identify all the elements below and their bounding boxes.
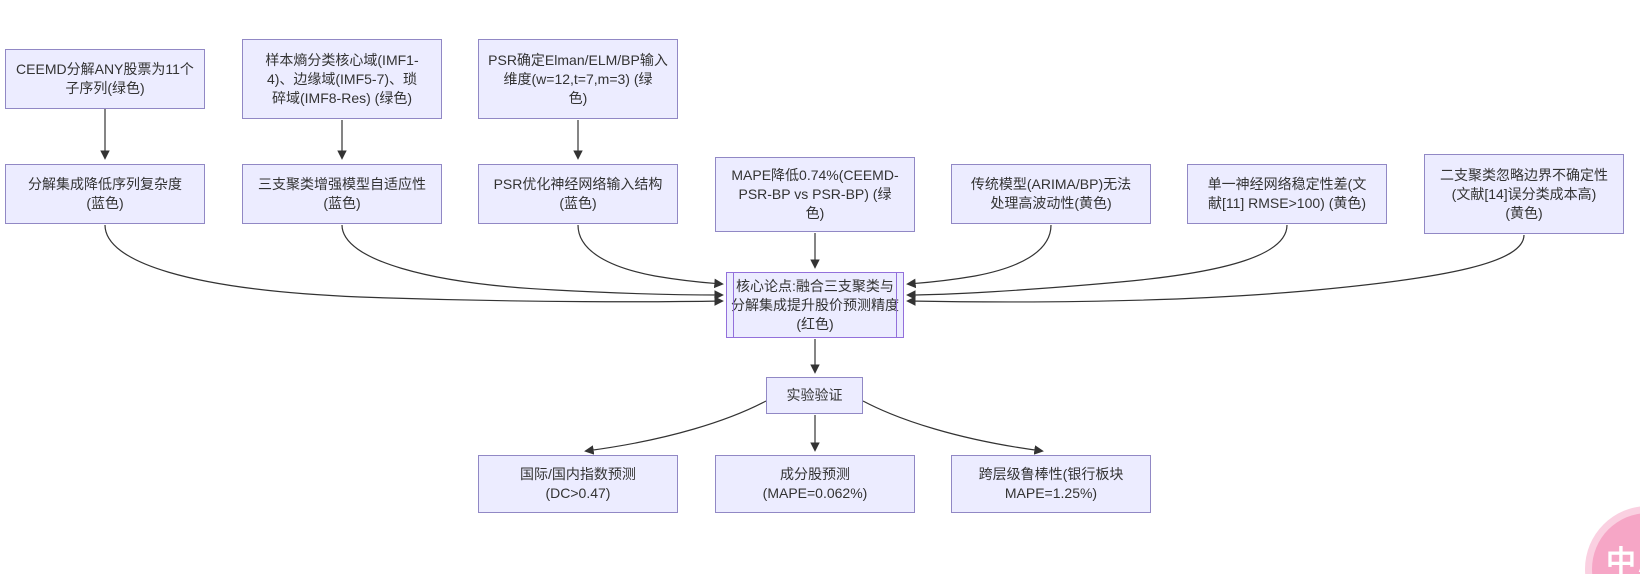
node-label: 实验验证 bbox=[786, 387, 843, 403]
node-label: PSR优化神经网络输入结构 (蓝色) bbox=[493, 176, 663, 211]
node-traditional-model-limitation: 传统模型(ARIMA/BP)无法 处理高波动性(黄色) bbox=[951, 164, 1151, 224]
node-label: 核心论点:融合三支聚类与 分解集成提升股价预测精度 (红色) bbox=[731, 277, 899, 332]
node-label: 跨层级鲁棒性(银行板块 MAPE=1.25%) bbox=[978, 466, 1124, 501]
translate-icon: 中A bbox=[1606, 546, 1640, 574]
edge-decomp-to-core bbox=[104, 224, 724, 306]
node-single-nn-instability: 单一神经网络稳定性差(文 献[11] RMSE>100) (黄色) bbox=[1187, 164, 1387, 224]
node-label: MAPE降低0.74%(CEEMD- PSR-BP vs PSR-BP) (绿 … bbox=[731, 167, 899, 221]
node-sample-entropy-classification: 样本熵分类核心域(IMF1- 4)、边缘域(IMF5-7)、琐 碎域(IMF8-… bbox=[242, 39, 442, 119]
edge-threeway-to-core bbox=[341, 224, 724, 300]
node-label: 三支聚类增强模型自适应性 (蓝色) bbox=[258, 176, 426, 211]
edge-traditional-to-core bbox=[906, 224, 1052, 289]
node-core-thesis: 核心论点:融合三支聚类与 分解集成提升股价预测精度 (红色) bbox=[726, 272, 904, 338]
edge-experiment-to-robustness bbox=[862, 400, 1044, 455]
node-cross-level-robustness: 跨层级鲁棒性(银行板块 MAPE=1.25%) bbox=[951, 455, 1151, 513]
node-label: 分解集成降低序列复杂度 (蓝色) bbox=[28, 176, 182, 211]
node-label: 国际/国内指数预测 (DC>0.47) bbox=[520, 466, 636, 501]
node-label: 单一神经网络稳定性差(文 献[11] RMSE>100) (黄色) bbox=[1207, 176, 1367, 211]
node-ceemd-decomposition: CEEMD分解ANY股票为11个 子序列(绿色) bbox=[5, 49, 205, 109]
node-index-prediction: 国际/国内指数预测 (DC>0.47) bbox=[478, 455, 678, 513]
node-label: CEEMD分解ANY股票为11个 子序列(绿色) bbox=[16, 61, 194, 96]
node-psr-input-dimension: PSR确定Elman/ELM/BP输入 维度(w=12,t=7,m=3) (绿 … bbox=[478, 39, 678, 119]
translate-floating-button[interactable]: 中A bbox=[1592, 513, 1640, 574]
edge-experiment-to-index bbox=[584, 400, 767, 455]
node-label: 样本熵分类核心域(IMF1- 4)、边缘域(IMF5-7)、琐 碎域(IMF8-… bbox=[265, 51, 419, 106]
node-decomposition-ensemble: 分解集成降低序列复杂度 (蓝色) bbox=[5, 164, 205, 224]
node-component-stock-prediction: 成分股预测 (MAPE=0.062%) bbox=[715, 455, 915, 513]
edge-singlenn-to-core bbox=[906, 224, 1288, 300]
edge-psropt-to-core bbox=[577, 224, 724, 289]
edge-twoway-to-core bbox=[906, 234, 1525, 306]
node-label: 成分股预测 (MAPE=0.062%) bbox=[762, 466, 868, 501]
node-label: PSR确定Elman/ELM/BP输入 维度(w=12,t=7,m=3) (绿 … bbox=[488, 51, 668, 106]
node-psr-optimization: PSR优化神经网络输入结构 (蓝色) bbox=[478, 164, 678, 224]
node-label: 二支聚类忽略边界不确定性 (文献[14]误分类成本高) (黄色) bbox=[1440, 166, 1608, 221]
node-three-way-clustering: 三支聚类增强模型自适应性 (蓝色) bbox=[242, 164, 442, 224]
node-two-way-clustering-limitation: 二支聚类忽略边界不确定性 (文献[14]误分类成本高) (黄色) bbox=[1424, 154, 1624, 234]
node-label: 传统模型(ARIMA/BP)无法 处理高波动性(黄色) bbox=[970, 176, 1132, 211]
node-mape-reduction: MAPE降低0.74%(CEEMD- PSR-BP vs PSR-BP) (绿 … bbox=[715, 157, 915, 232]
node-experiment-validation: 实验验证 bbox=[766, 377, 863, 414]
